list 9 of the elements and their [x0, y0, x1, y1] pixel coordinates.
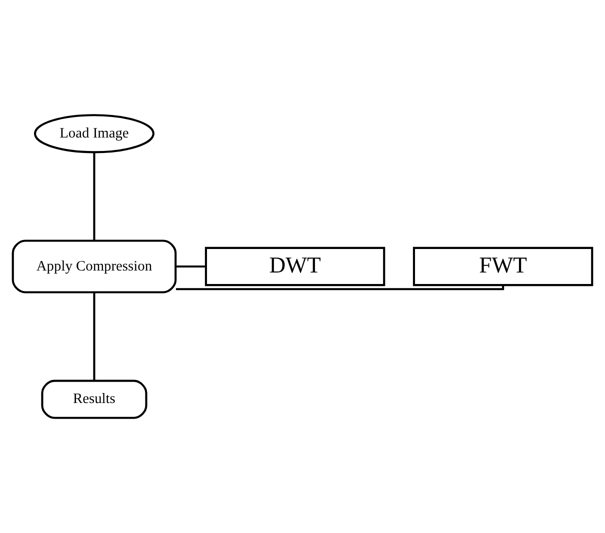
node-box: Results [41, 380, 148, 419]
node-ellipse: Load Image [34, 114, 154, 154]
node-box: DWT [204, 246, 386, 286]
connector [176, 265, 206, 268]
connector [93, 292, 96, 381]
node-box: Apply Compression [12, 240, 177, 294]
connector [93, 152, 96, 241]
connector [176, 285, 504, 290]
node-box: FWT [412, 246, 594, 286]
